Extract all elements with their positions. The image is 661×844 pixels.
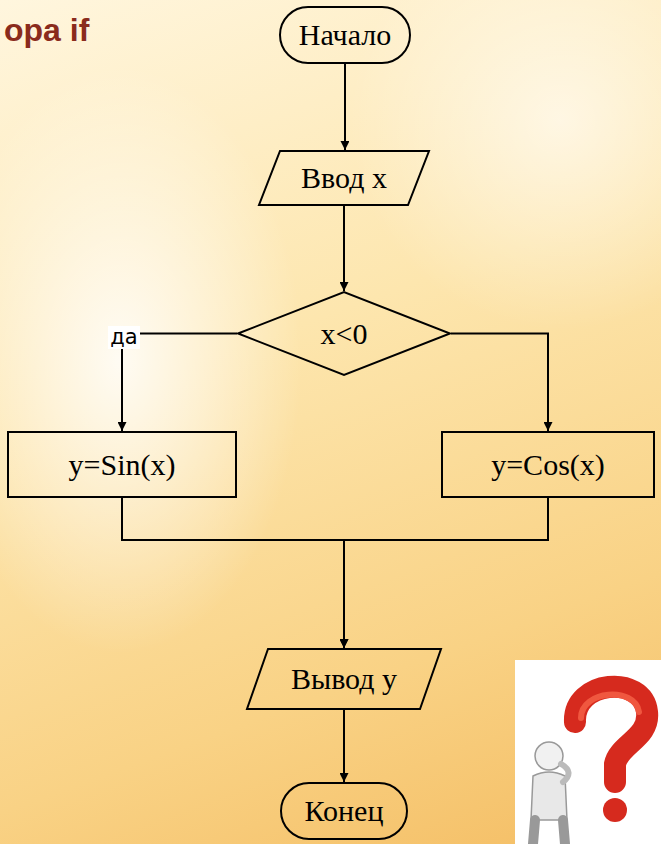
end-terminator: Конец [280, 782, 408, 840]
parallelogram-outline [259, 151, 429, 205]
connector [451, 334, 548, 432]
decision-diamond: x<0 [237, 291, 451, 376]
node-label: Ввод x [301, 161, 387, 195]
node-label: x<0 [321, 317, 368, 351]
process-box: y=Cos(x) [441, 431, 655, 498]
process-box: y=Sin(x) [7, 431, 237, 498]
connector [343, 710, 345, 782]
node-label: Начало [299, 18, 391, 52]
diamond-outline [238, 292, 450, 375]
connector [343, 206, 345, 291]
branch-label: да [108, 326, 139, 349]
node-label: Вывод y [291, 662, 397, 696]
connector [344, 498, 548, 648]
input-parallelogram: Ввод x [258, 150, 430, 206]
connector [122, 498, 344, 648]
node-label: Конец [305, 794, 384, 828]
connector [344, 64, 346, 150]
start-terminator: Начало [279, 6, 411, 64]
parallelogram-outline [247, 649, 441, 709]
thinking-person-illustration [515, 660, 661, 844]
output-parallelogram: Вывод y [246, 648, 442, 710]
slide-title: ора if [4, 12, 89, 49]
node-label: y=Sin(x) [69, 448, 176, 482]
node-label: y=Cos(x) [491, 448, 605, 482]
